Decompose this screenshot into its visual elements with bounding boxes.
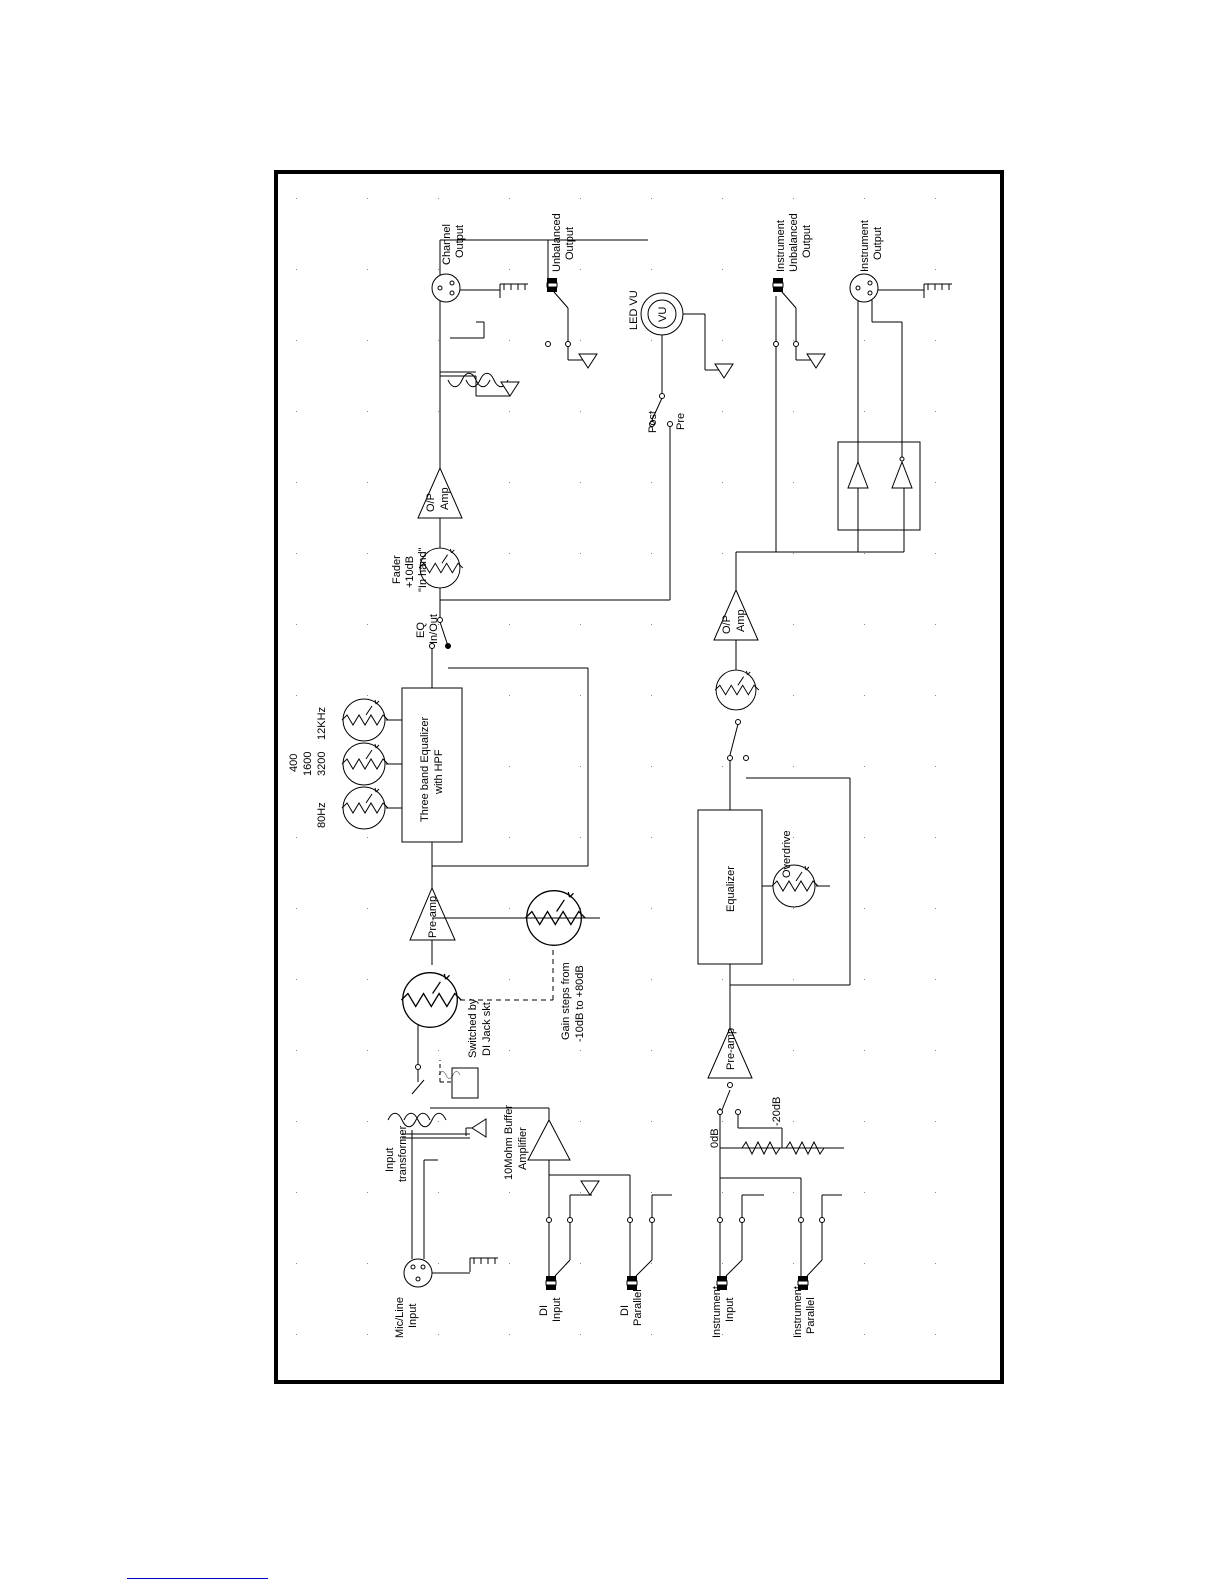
- level-pot-bottom: [714, 669, 760, 711]
- label-eq-inout-2: In/Out: [428, 614, 440, 644]
- label-pre-amp-top: Pre-amp: [427, 896, 439, 938]
- label-op-amp-bottom-2: Amp: [735, 609, 747, 632]
- label-di-input-1: DI: [538, 1305, 550, 1316]
- label-di-parallel-2: Parallel: [632, 1289, 644, 1326]
- label-overdrive: Overdrive: [781, 830, 793, 878]
- label-post: Post: [647, 411, 659, 433]
- label-freq-3200: 3200: [316, 752, 328, 776]
- label-three-band-eq-1: Three band Equalizer: [419, 716, 431, 822]
- eq-switch-bottom: [727, 719, 749, 761]
- equalizer-bottom: [697, 760, 830, 965]
- label-eq-inout-1: EQ: [415, 622, 427, 638]
- label-switched-by-2: DI Jack skt: [481, 1002, 493, 1056]
- label-vu: VU: [657, 307, 669, 322]
- label-pre: Pre: [675, 413, 687, 430]
- label-mic-line-input-1: Mic/Line: [394, 1297, 406, 1338]
- label-buffer-amp-1: 10Mohm Buffer: [503, 1105, 515, 1180]
- pre-amp-bottom: [707, 777, 851, 1079]
- label-fader-1: Fader: [391, 555, 403, 584]
- mic-line-input-xlr: [403, 1257, 499, 1288]
- op-amp-bottom: [713, 296, 904, 670]
- three-band-eq: [341, 648, 589, 867]
- instrument-output-earth: [923, 283, 953, 299]
- unbalanced-output-wiring: [545, 240, 598, 369]
- gain-pot: [400, 938, 554, 1028]
- di-input-jack: [545, 1275, 557, 1291]
- label-instrument-input-2: Input: [724, 1298, 736, 1322]
- channel-output-earth: [499, 283, 529, 299]
- label-op-amp-bottom-1: O/P: [721, 615, 733, 634]
- label-0db: 0dB: [709, 1128, 721, 1148]
- label-unbalanced-output-1: Unbalanced: [551, 213, 563, 272]
- label-freq-12khz: 12KHz: [316, 707, 328, 740]
- label-mic-line-input-2: Input: [407, 1304, 419, 1328]
- footer-link-underline[interactable]: [127, 1578, 268, 1579]
- label-three-band-eq-2: with HPF: [433, 749, 445, 795]
- label-di-input-2: Input: [551, 1298, 563, 1322]
- label-gain-steps-1: Gain steps from: [560, 962, 572, 1040]
- di-wiring: [546, 1160, 672, 1277]
- label-instrument-output-2: Output: [872, 227, 884, 260]
- label-led-vu: LED VU: [628, 290, 640, 330]
- label-freq-400: 400: [288, 754, 300, 772]
- label-instrument-output-1: Instrument: [859, 220, 871, 272]
- label-instrument-input-1: Instrument: [711, 1286, 723, 1338]
- label-freq-80hz: 80Hz: [316, 802, 328, 828]
- post-pre-switch: [649, 336, 673, 427]
- label-instrument-parallel-1: Instrument: [792, 1286, 804, 1338]
- channel-output-xlr: [431, 273, 461, 303]
- label-channel-output-1: Channel: [441, 224, 453, 265]
- label-channel-output-2: Output: [454, 225, 466, 258]
- label-di-parallel-1: DI: [619, 1305, 631, 1316]
- label-fader-2: +10dB: [404, 556, 416, 588]
- led-vu-meter: [640, 292, 734, 379]
- label-minus-20db: -20dB: [771, 1097, 783, 1126]
- label-instrument-unbalanced-output-1: Instrument: [775, 220, 787, 272]
- label-gain-steps-2: -10dB to +80dB: [574, 965, 586, 1042]
- label-op-amp-top-2: Amp: [439, 487, 451, 510]
- label-buffer-amp-2: Amplifier: [517, 1127, 529, 1170]
- label-switched-by-1: Switched by: [467, 998, 479, 1058]
- pre-amp-top: [409, 842, 456, 965]
- label-freq-1600: 1600: [302, 752, 314, 776]
- label-input-transformer-1: Input: [384, 1148, 396, 1172]
- input-switch: [411, 1010, 479, 1099]
- instrument-output-xlr: [849, 273, 879, 303]
- label-op-amp-top-1: O/P: [425, 493, 437, 512]
- label-input-transformer-2: transformer: [397, 1125, 409, 1182]
- label-instrument-unbalanced-output-3: Output: [801, 225, 813, 258]
- instrument-unbalanced-wiring: [773, 291, 826, 369]
- diagram-frame: [274, 170, 1004, 1384]
- label-fader-3: "In hand": [417, 547, 429, 592]
- output-transformer: [439, 286, 520, 397]
- label-equalizer-bottom: Equalizer: [725, 866, 737, 912]
- instrument-input-wiring: [717, 1108, 842, 1277]
- instrument-unbalanced-output-jack: [772, 277, 784, 293]
- balanced-driver: [837, 300, 921, 552]
- grid-dots: [296, 198, 936, 1335]
- input-transformer: [387, 1112, 487, 1259]
- di-parallel-jack: [626, 1275, 638, 1291]
- label-instrument-parallel-2: Parallel: [805, 1297, 817, 1334]
- label-pre-amp-bottom: Pre-amp: [725, 1028, 737, 1070]
- label-unbalanced-output-2: Output: [564, 227, 576, 260]
- eq-inout-switch: [429, 580, 451, 649]
- pad-attenuator: [717, 1082, 844, 1156]
- label-instrument-unbalanced-output-2: Unbalanced: [788, 213, 800, 272]
- buffer-amplifier: [430, 1107, 571, 1161]
